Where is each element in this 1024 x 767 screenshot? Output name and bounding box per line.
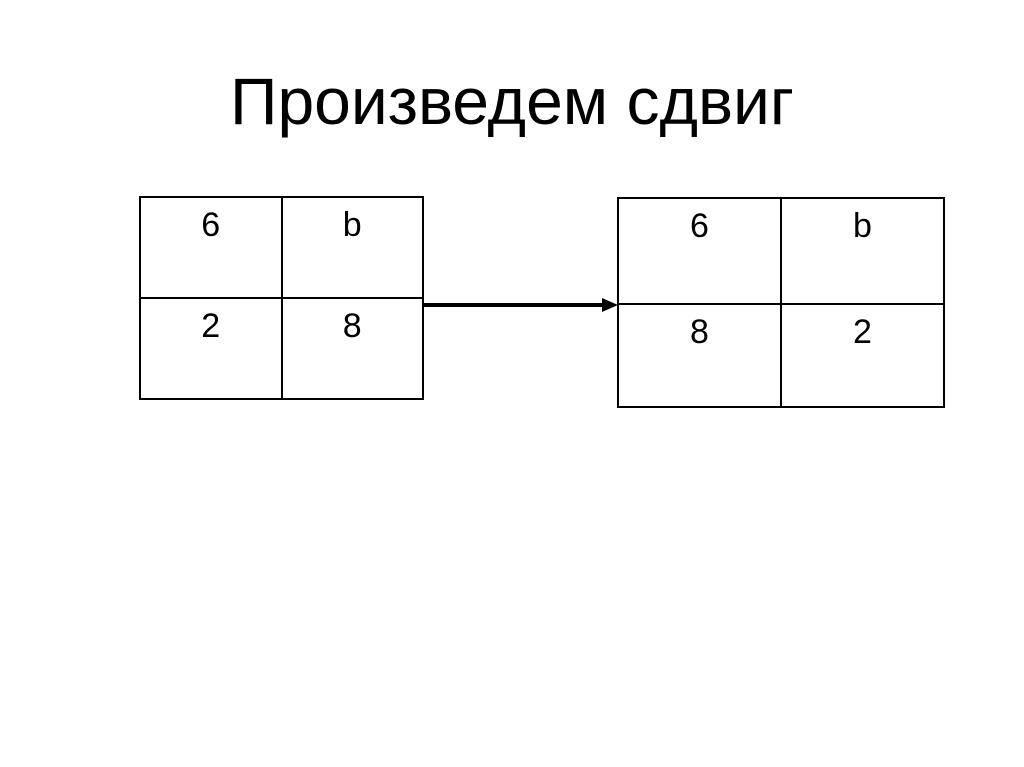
left-table: 6 b 2 8: [139, 196, 424, 400]
slide-title: Произведем сдвиг: [230, 64, 794, 138]
table-cell: b: [281, 197, 423, 298]
table-cell: 6: [618, 198, 781, 304]
table-cell: b: [781, 198, 944, 304]
table-cell: 2: [140, 298, 282, 399]
table-cell: 8: [281, 298, 423, 399]
right-table: 6 b 8 2: [617, 197, 945, 408]
table-cell: 6: [140, 197, 282, 298]
shift-right-arrow-icon: [422, 298, 618, 312]
table-cell: 8: [618, 304, 781, 407]
table-cell: 2: [781, 304, 944, 407]
